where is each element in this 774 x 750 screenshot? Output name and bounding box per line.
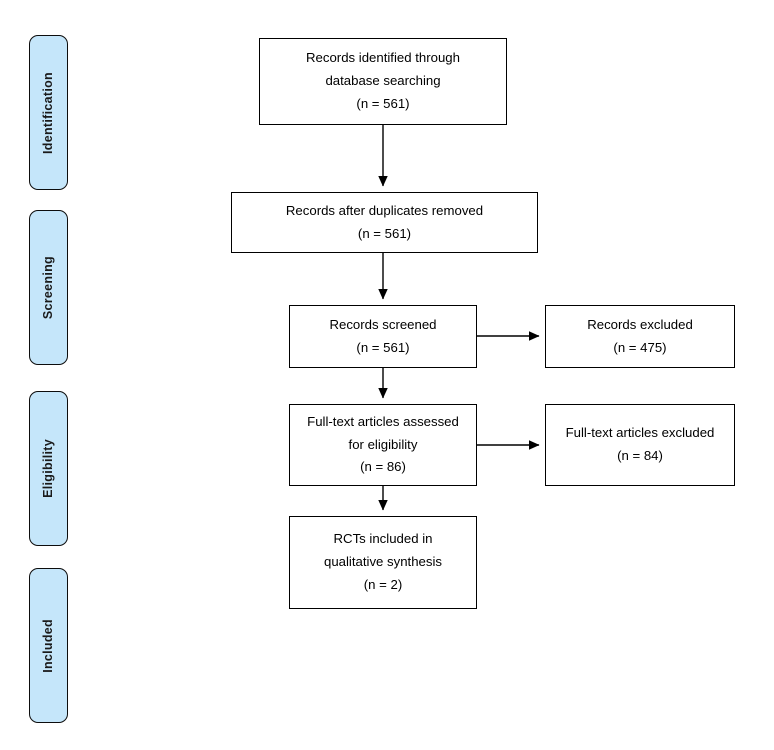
stage-screening: Screening	[29, 210, 68, 365]
stage-included-label: Included	[41, 618, 56, 673]
box-records-identified-line-2: database searching	[325, 73, 441, 89]
box-fulltext-excluded: Full-text articles excluded (n = 84)	[545, 404, 735, 486]
box-fulltext-excluded-line-2: (n = 84)	[617, 448, 663, 463]
box-records-screened: Records screened (n = 561)	[289, 305, 477, 368]
box-fulltext-assessed-line-2: for eligibility	[348, 436, 418, 452]
box-records-identified-line-1: Records identified through	[306, 50, 460, 66]
stage-identification: Identification	[29, 35, 68, 190]
box-fulltext-assessed-line-1: Full-text articles assessed	[307, 413, 459, 429]
box-rcts-included-line-3: (n = 2)	[363, 576, 403, 592]
stage-eligibility: Eligibility	[29, 391, 68, 546]
box-records-screened-line-1: Records screened	[329, 316, 437, 332]
box-rcts-included-line-1: RCTs included in	[333, 531, 433, 547]
box-fulltext-excluded-line-1: Full-text articles excluded	[565, 425, 715, 441]
box-records-after-duplicates: Records after duplicates removed (n = 56…	[231, 192, 538, 253]
box-records-identified: Records identified through database sear…	[259, 38, 507, 125]
stage-eligibility-label: Eligibility	[41, 439, 56, 498]
stage-included: Included	[29, 568, 68, 723]
box-records-screened-line-2: (n = 561)	[356, 339, 410, 355]
box-records-identified-line-3: (n = 561)	[356, 95, 410, 111]
stage-identification-label: Identification	[41, 71, 56, 154]
box-records-excluded: Records excluded (n = 475)	[545, 305, 735, 368]
box-fulltext-assessed-line-3: (n = 86)	[360, 459, 406, 475]
box-records-excluded-line-1: Records excluded	[587, 316, 693, 332]
box-records-after-duplicates-line-1: Records after duplicates removed	[285, 202, 484, 218]
stage-screening-label: Screening	[41, 255, 56, 320]
box-records-after-duplicates-line-2: (n = 561)	[357, 225, 412, 241]
box-rcts-included: RCTs included in qualitative synthesis (…	[289, 516, 477, 609]
box-records-excluded-line-2: (n = 475)	[613, 339, 667, 355]
box-rcts-included-line-2: qualitative synthesis	[323, 554, 443, 570]
box-fulltext-assessed: Full-text articles assessed for eligibil…	[289, 404, 477, 486]
